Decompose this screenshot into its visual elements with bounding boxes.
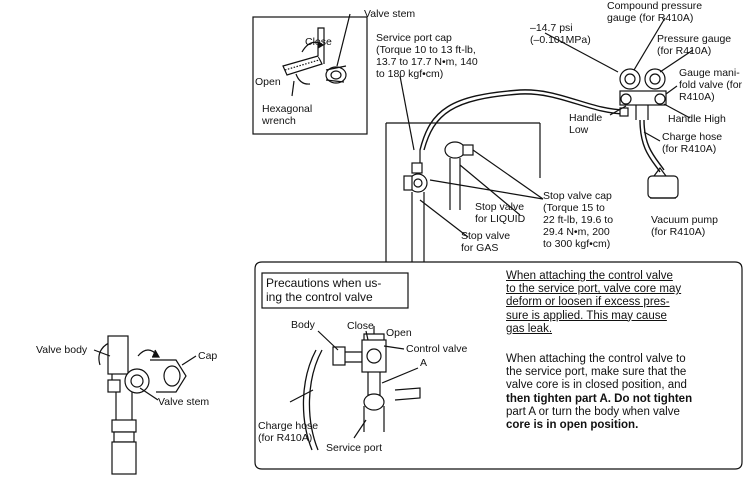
precaution-charge-hose-label: Charge hose(for R410A) [258, 420, 319, 444]
outdoor-unit-frame [385, 122, 541, 262]
vacuum-pump-illustration [647, 167, 679, 199]
body-label: Body [291, 319, 315, 331]
cap-label: Cap [198, 350, 218, 362]
warning-text: When attaching the control valve to the … [506, 270, 682, 335]
precautions-title-box [261, 272, 409, 309]
wrench-inset-frame [252, 16, 368, 135]
left-valve-stem-label: Valve stem [158, 396, 210, 408]
gauge-manifold-illustration [619, 68, 667, 120]
close-label: Close [347, 320, 374, 332]
handle-high-label: Handle High [668, 113, 726, 125]
inset-open-label: Open [255, 76, 281, 88]
vacuum-reading-label: –14.7 psi(–0.101MPa) [530, 22, 591, 46]
stop-valve-cap-label: Stop valve cap (Torque 15 to 22 ft-lb, 1… [543, 190, 614, 250]
precautions-title: Precautions when us-ing the control valv… [266, 276, 382, 304]
pump-hose [639, 119, 661, 173]
inset-valve-stem-label: Valve stem [364, 8, 416, 20]
vacuum-pump-label: Vacuum pump(for R410A) [651, 214, 718, 238]
hexagonal-wrench-illustration [282, 27, 347, 85]
control-valve-label: Control valve [406, 343, 468, 355]
service-port-cap-label: Service port cap (Torque 10 to 13 ft-lb,… [376, 32, 478, 80]
control-valve-illustration [302, 326, 421, 451]
inset-close-label: Close [305, 36, 332, 48]
charge-hose-main [419, 89, 627, 151]
liquid-stop-valve-illustration [444, 141, 474, 210]
left-valve-illustration [98, 335, 187, 475]
gas-stop-valve-illustration [403, 150, 428, 262]
valve-body-label: Valve body [36, 344, 88, 356]
part-a-label: A [420, 357, 428, 369]
service-port-label: Service port [326, 442, 383, 454]
precautions-panel-frame [254, 261, 743, 470]
instruction-text: When attaching the control valve to the … [506, 353, 693, 432]
charge-hose-label: Charge hose(for R410A) [662, 131, 723, 155]
open-label: Open [386, 327, 412, 339]
pressure-gauge-label: Pressure gauge(for R410A) [657, 33, 732, 57]
